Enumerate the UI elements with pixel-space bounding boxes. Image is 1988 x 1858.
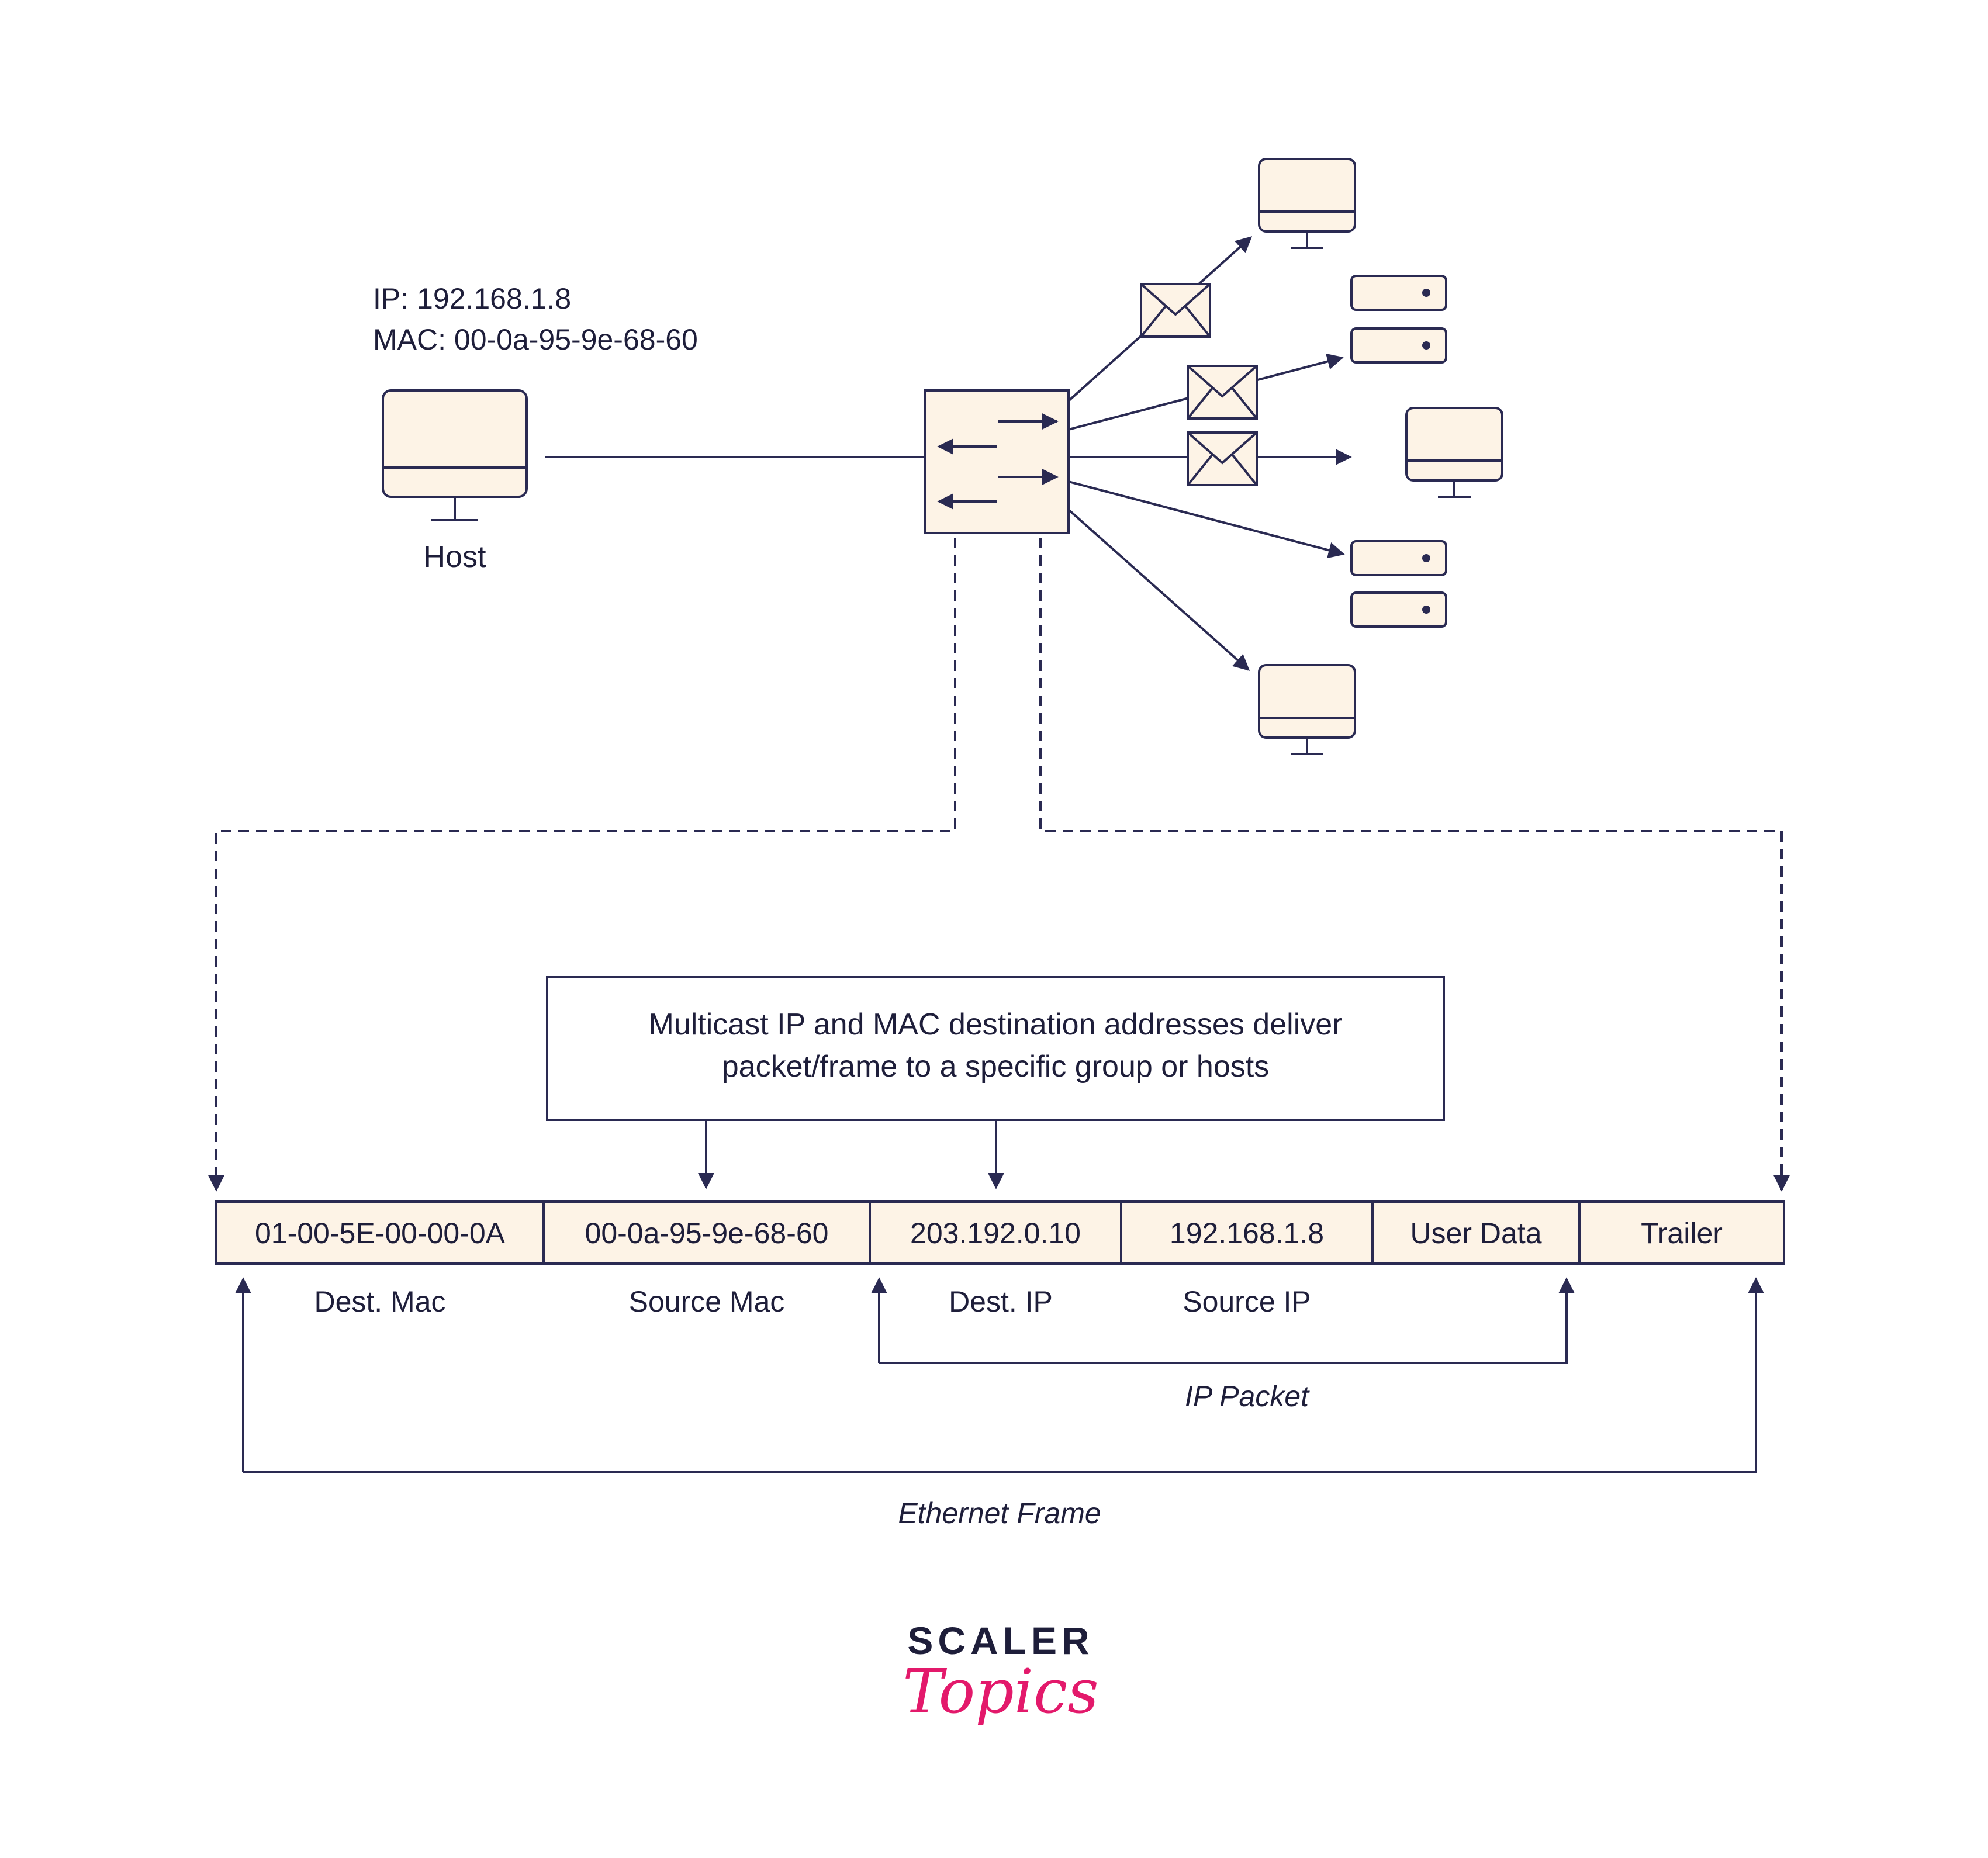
host-ip-text: IP: 192.168.1.8 (373, 282, 571, 315)
logo-top-text: SCALER (907, 1619, 1094, 1662)
server-icon (1350, 275, 1447, 364)
note-box (546, 976, 1445, 1121)
host-label: Host (424, 540, 486, 574)
field-source-ip-label: Source IP (1183, 1285, 1311, 1318)
host-computer-icon (382, 389, 528, 521)
monitor-icon (1405, 407, 1503, 498)
field-dest-mac-label: Dest. Mac (314, 1285, 445, 1318)
note-line-1: Multicast IP and MAC destination address… (649, 1008, 1343, 1042)
link-server-2 (1068, 480, 1345, 559)
field-dest-ip-label: Dest. IP (949, 1285, 1053, 1318)
field-source-mac-label: Source Mac (629, 1285, 785, 1318)
envelope-icon (1187, 365, 1258, 420)
scaler-topics-logo: SCALER Topics (903, 1619, 1098, 1727)
monitor-icon (1258, 158, 1356, 249)
field-dest-mac-value: 01-00-5E-00-00-0A (255, 1217, 506, 1250)
envelope-icon (1140, 283, 1211, 338)
switch-icon (924, 389, 1070, 534)
ethernet-frame-label: Ethernet Frame (898, 1497, 1101, 1530)
field-trailer-value: Trailer (1641, 1217, 1723, 1250)
dashed-expand-right (1039, 538, 1790, 1192)
host-mac-text: MAC: 00-0a-95-9e-68-60 (373, 323, 698, 356)
logo-bottom-text: Topics (903, 1656, 1098, 1727)
field-user-data-value: User Data (1410, 1217, 1541, 1250)
dashed-expand-left (208, 538, 956, 1192)
link-bottom-monitor (1067, 508, 1250, 671)
envelope-icon (1187, 431, 1258, 486)
field-source-mac-value: 00-0a-95-9e-68-60 (585, 1217, 829, 1250)
monitor-icon (1258, 664, 1356, 755)
note-line-2: packet/frame to a specific group or host… (722, 1050, 1269, 1084)
server-icon (1350, 540, 1447, 628)
field-dest-ip-value: 203.192.0.10 (910, 1217, 1081, 1250)
ip-packet-label: IP Packet (1185, 1380, 1310, 1413)
ethernet-frame-row (215, 1200, 1785, 1265)
field-source-ip-value: 192.168.1.8 (1170, 1217, 1324, 1250)
